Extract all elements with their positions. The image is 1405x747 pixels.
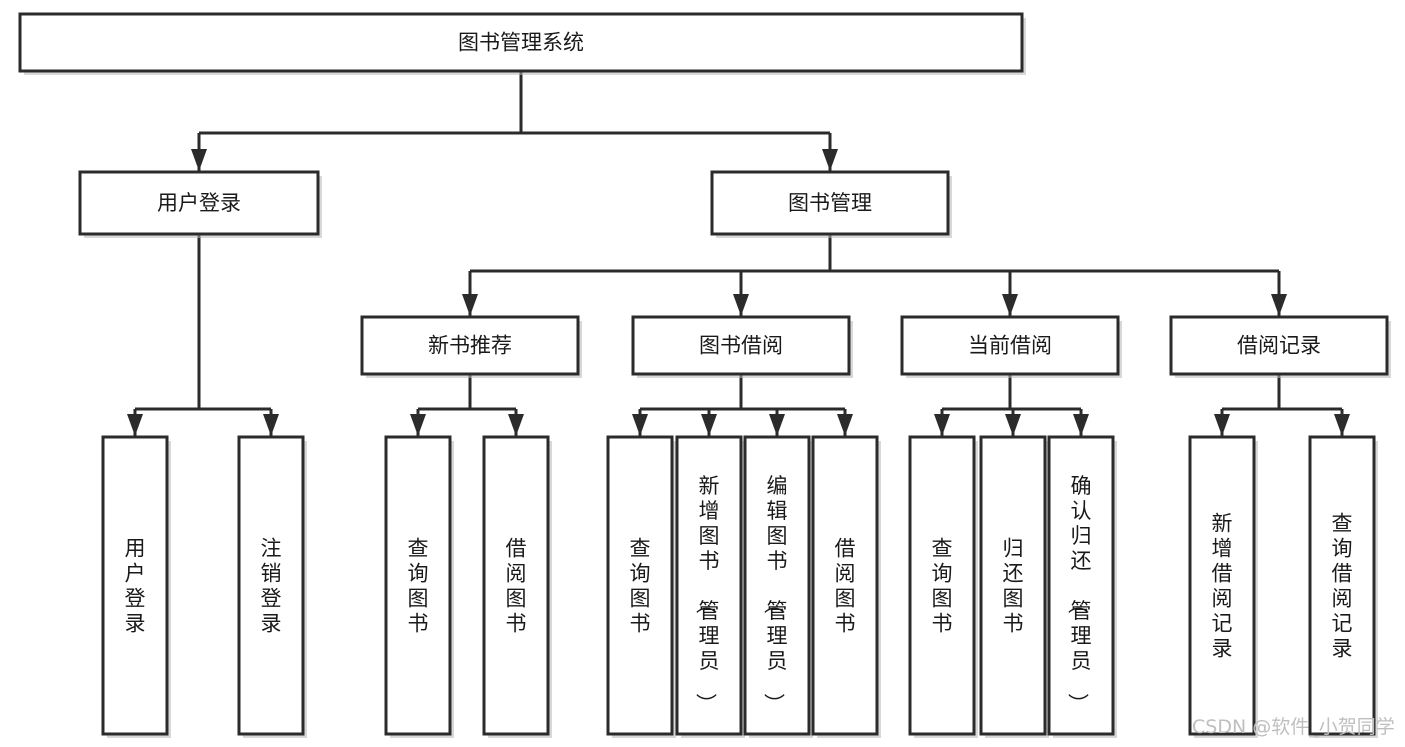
node-label: 归还图书 <box>1003 537 1024 636</box>
node-leaf-query-book-3[interactable]: 查询图书 <box>908 435 978 738</box>
node-label: 查询图书 <box>408 537 429 636</box>
edge-arrowhead <box>508 414 524 436</box>
node-label: 编辑图书（管理员） <box>762 474 788 714</box>
node-label: 查询图书 <box>630 537 651 636</box>
csdn-watermark: CSDN @软件_小贺同学 <box>1192 716 1395 738</box>
node-leaf-borrow-book-1[interactable]: 借阅图书 <box>482 435 552 738</box>
node-label: 借阅图书 <box>835 537 856 636</box>
edge-arrowhead <box>410 414 426 436</box>
node-label: 借阅记录 <box>1237 334 1321 358</box>
node-new-book-rec[interactable]: 新书推荐 <box>360 315 582 378</box>
node-leaf-user-login[interactable]: 用户登录 <box>101 435 171 738</box>
edge-arrowhead <box>263 414 279 436</box>
node-label: 新增图书（管理员） <box>694 474 720 714</box>
edge-arrowhead <box>1005 414 1021 436</box>
node-leaf-query-record[interactable]: 查询借阅记录 <box>1308 435 1378 738</box>
edge-arrowhead <box>632 414 648 436</box>
node-leaf-edit-book[interactable]: 编辑图书（管理员） <box>743 435 813 738</box>
node-leaf-logout[interactable]: 注销登录 <box>237 435 307 738</box>
edge-arrowhead <box>1073 414 1089 436</box>
node-leaf-add-record[interactable]: 新增借阅记录 <box>1188 435 1258 738</box>
node-leaf-query-book-2[interactable]: 查询图书 <box>606 435 676 738</box>
node-borrow-record[interactable]: 借阅记录 <box>1169 315 1391 378</box>
edge-arrowhead <box>127 414 143 436</box>
node-current-borrow[interactable]: 当前借阅 <box>900 315 1122 378</box>
edge-arrowhead <box>822 149 838 171</box>
node-label: 图书管理系统 <box>458 31 584 55</box>
nodes-layer: 图书管理系统用户登录图书管理新书推荐图书借阅当前借阅借阅记录用户登录注销登录查询… <box>18 12 1391 738</box>
node-root[interactable]: 图书管理系统 <box>18 12 1026 75</box>
edge-arrowhead <box>934 414 950 436</box>
edge-arrowhead <box>769 414 785 436</box>
edge-arrowhead <box>733 294 749 316</box>
node-label: 确认归还（管理员） <box>1066 474 1092 714</box>
connector-book-borrow <box>632 374 853 436</box>
node-label: 当前借阅 <box>968 334 1052 358</box>
node-label: 新增借阅记录 <box>1212 512 1233 661</box>
edges-layer <box>127 71 1350 436</box>
node-leaf-add-book[interactable]: 新增图书（管理员） <box>675 435 745 738</box>
node-label: 注销登录 <box>261 537 282 636</box>
edge-arrowhead <box>1002 294 1018 316</box>
node-leaf-confirm-return[interactable]: 确认归还（管理员） <box>1047 435 1117 738</box>
connector-user-login <box>127 234 279 436</box>
connector-new-book-rec <box>410 374 524 436</box>
node-book-manage[interactable]: 图书管理 <box>710 170 952 238</box>
node-label: 用户登录 <box>125 537 146 636</box>
node-leaf-query-book-1[interactable]: 查询图书 <box>384 435 454 738</box>
node-label: 用户登录 <box>157 191 241 215</box>
edge-arrowhead <box>191 149 207 171</box>
node-label: 查询借阅记录 <box>1332 512 1353 661</box>
edge-arrowhead <box>462 294 478 316</box>
node-book-borrow[interactable]: 图书借阅 <box>631 315 853 378</box>
edge-arrowhead <box>1334 414 1350 436</box>
connector-current-borrow <box>934 374 1089 436</box>
connector-book-manage <box>462 234 1287 316</box>
connector-root <box>191 71 838 171</box>
node-leaf-borrow-book-2[interactable]: 借阅图书 <box>811 435 881 738</box>
node-user-login[interactable]: 用户登录 <box>78 170 322 238</box>
edge-arrowhead <box>1271 294 1287 316</box>
node-leaf-return-book[interactable]: 归还图书 <box>979 435 1049 738</box>
node-label: 新书推荐 <box>428 334 512 358</box>
edge-arrowhead <box>1214 414 1230 436</box>
node-label: 图书借阅 <box>699 334 783 358</box>
edge-arrowhead <box>701 414 717 436</box>
connector-borrow-record <box>1214 374 1350 436</box>
node-label: 查询图书 <box>932 537 953 636</box>
node-label: 图书管理 <box>788 191 872 215</box>
edge-arrowhead <box>837 414 853 436</box>
node-label: 借阅图书 <box>506 537 527 636</box>
